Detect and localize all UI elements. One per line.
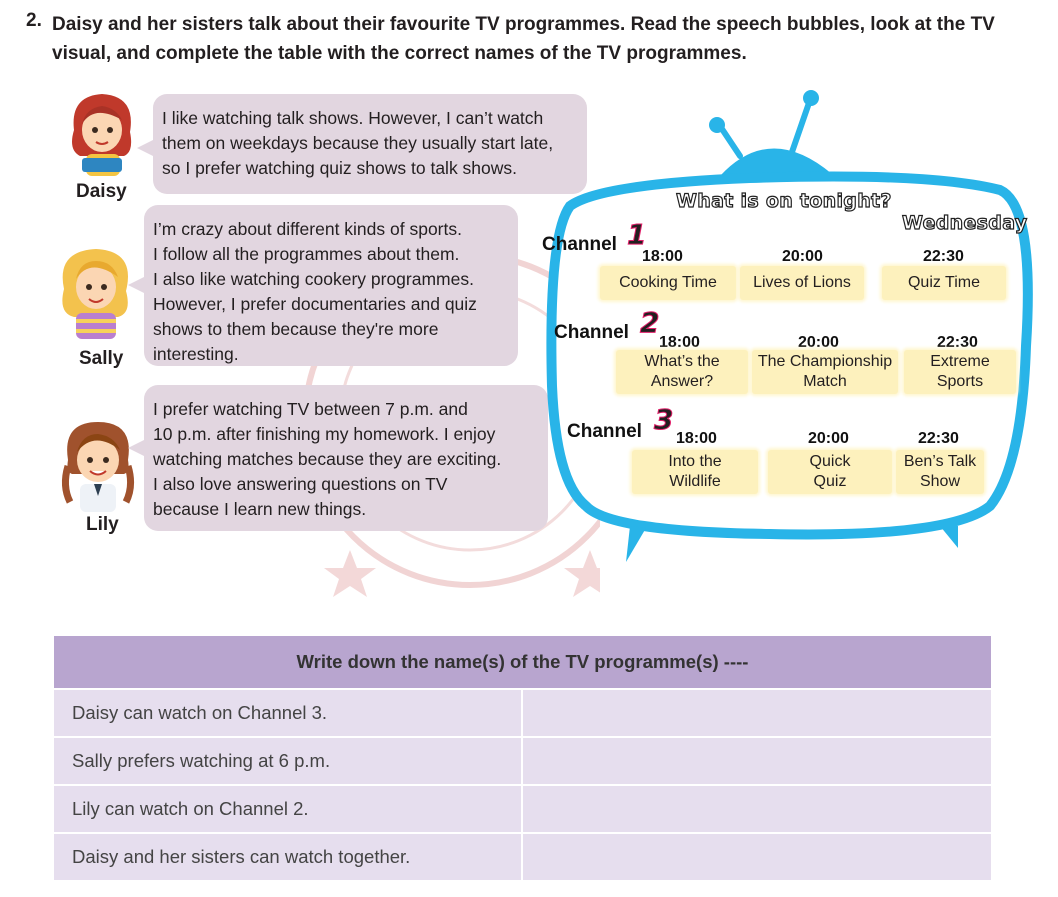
programme-card: Extreme Sports <box>904 350 1016 394</box>
bubble-line: watching matches because they are exciti… <box>153 449 502 469</box>
answer-cell[interactable] <box>523 786 991 832</box>
kid-name-lily: Lily <box>86 514 119 535</box>
programme-card: Quiz Time <box>882 266 1006 300</box>
channel-number-3: 3 <box>653 403 674 437</box>
programme-card: Ben’s Talk Show <box>896 450 984 494</box>
time-slot: 20:00 <box>798 334 839 351</box>
speech-bubble-sally: I’m crazy about different kinds of sport… <box>144 205 518 366</box>
speech-bubble-lily: I prefer watching TV between 7 p.m. and … <box>144 385 548 531</box>
question-text: Daisy and her sisters talk about their f… <box>52 14 995 64</box>
time-slot: 22:30 <box>937 334 978 351</box>
answer-cell[interactable] <box>523 834 991 880</box>
table-row: Lily can watch on Channel 2. <box>54 786 991 832</box>
bubble-line: interesting. <box>153 344 239 364</box>
table-header: Write down the name(s) of the TV program… <box>54 636 991 688</box>
bubble-line: so I prefer watching quiz shows to talk … <box>162 158 518 178</box>
table-prompt: Daisy and her sisters can watch together… <box>54 834 521 880</box>
programme-card: Quick Quiz <box>768 450 892 494</box>
table-row: Daisy can watch on Channel 3. <box>54 690 991 736</box>
kid-name-sally: Sally <box>79 348 124 369</box>
bubble-line: I like watching talk shows. However, I c… <box>162 108 544 128</box>
table-prompt: Lily can watch on Channel 2. <box>54 786 521 832</box>
programme-card: The Championship Match <box>752 350 898 394</box>
tv-title: What is on tonight? <box>675 189 892 212</box>
bubble-line: I also love answering questions on TV <box>153 474 448 494</box>
programme-card: Into the Wildlife <box>632 450 758 494</box>
time-slot: 22:30 <box>918 430 959 447</box>
tv-day: Wednesday <box>901 211 1028 234</box>
time-slot: 22:30 <box>923 248 964 265</box>
time-slot: 20:00 <box>808 430 849 447</box>
speech-bubble-daisy: I like watching talk shows. However, I c… <box>153 94 587 194</box>
channel-label-3: Channel <box>567 421 642 442</box>
lily-avatar <box>61 422 135 512</box>
channel-number-2: 2 <box>639 306 660 340</box>
daisy-avatar <box>72 94 132 176</box>
table-row: Sally prefers watching at 6 p.m. <box>54 738 991 784</box>
bubble-line: However, I prefer documentaries and quiz <box>153 294 477 314</box>
time-slot: 20:00 <box>782 248 823 265</box>
time-slot: 18:00 <box>676 430 717 447</box>
bubble-line: I follow all the programmes about them. <box>153 244 460 264</box>
channel-number-1: 1 <box>626 218 647 252</box>
question-number: 2. <box>26 10 42 31</box>
answer-table: Write down the name(s) of the TV program… <box>54 636 991 880</box>
time-slot: 18:00 <box>659 334 700 351</box>
programme-card: Cooking Time <box>600 266 736 300</box>
channel-label-2: Channel <box>554 322 629 343</box>
bubble-line: them on weekdays because they usually st… <box>162 133 554 153</box>
answer-cell[interactable] <box>523 738 991 784</box>
table-prompt: Sally prefers watching at 6 p.m. <box>54 738 521 784</box>
kid-name-daisy: Daisy <box>76 181 127 202</box>
sally-avatar <box>62 249 129 339</box>
bubble-line: 10 p.m. after finishing my homework. I e… <box>153 424 496 444</box>
bubble-line: shows to them because they're more <box>153 319 439 339</box>
table-prompt: Daisy can watch on Channel 3. <box>54 690 521 736</box>
answer-cell[interactable] <box>523 690 991 736</box>
bubble-line: I prefer watching TV between 7 p.m. and <box>153 399 468 419</box>
programme-card: Lives of Lions <box>740 266 864 300</box>
programme-card: What’s the Answer? <box>616 350 748 394</box>
time-slot: 18:00 <box>642 248 683 265</box>
channel-label-1: Channel <box>542 234 617 255</box>
table-row: Daisy and her sisters can watch together… <box>54 834 991 880</box>
bubble-line: because I learn new things. <box>153 499 367 519</box>
bubble-line: I also like watching cookery programmes. <box>153 269 474 289</box>
bubble-line: I’m crazy about different kinds of sport… <box>153 219 462 239</box>
